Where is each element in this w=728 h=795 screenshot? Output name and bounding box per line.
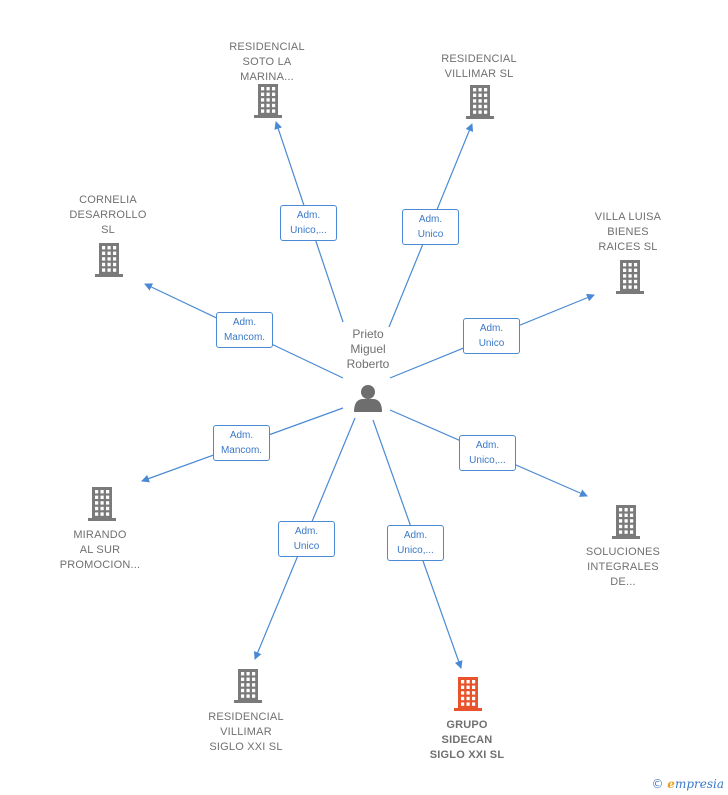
role-text-line: Mancom. xyxy=(223,332,266,343)
company-label-villimar[interactable]: RESIDENCIAL VILLIMAR SL xyxy=(409,52,549,82)
role-badge-soluciones[interactable]: Adm. Unico,... xyxy=(459,435,516,471)
role-text-line: Unico,... xyxy=(397,545,434,556)
role-text-line: Adm. xyxy=(229,430,254,441)
company-name-line: SL xyxy=(101,224,115,236)
role-badge-mirando[interactable]: Adm. Mancom. xyxy=(213,425,270,461)
company-name-line: INTEGRALES xyxy=(587,561,659,573)
company-name-line: DESARROLLO xyxy=(69,209,147,221)
role-badge-villimar[interactable]: Adm. Unico xyxy=(402,209,459,245)
role-text-line: Adm. xyxy=(232,317,257,328)
company-name-line: SOTO LA xyxy=(242,56,292,68)
company-name-line: GRUPO xyxy=(446,719,488,731)
building-icon[interactable] xyxy=(612,505,640,539)
company-name-line: RAICES SL xyxy=(598,241,658,253)
company-name-line: RESIDENCIAL xyxy=(208,711,284,723)
company-label-villimarxxi[interactable]: RESIDENCIAL VILLIMAR SIGLO XXI SL xyxy=(176,710,316,755)
company-label-soluciones[interactable]: SOLUCIONES INTEGRALES DE... xyxy=(553,545,693,590)
company-name-line: AL SUR xyxy=(79,544,121,556)
company-label-mirando[interactable]: MIRANDO AL SUR PROMOCION... xyxy=(30,528,170,573)
company-name-line: PROMOCION... xyxy=(59,559,141,571)
role-badge-villaluisa[interactable]: Adm. Unico xyxy=(463,318,520,354)
company-name-line: SIGLO XXI SL xyxy=(209,741,283,753)
company-name-line: VILLIMAR SL xyxy=(444,68,514,80)
role-text-line: Adm. xyxy=(418,214,443,225)
company-name-line: MARINA... xyxy=(240,71,294,83)
company-name-line: VILLA LUISA xyxy=(594,211,662,223)
company-name-line: DE... xyxy=(610,576,636,588)
company-name-line: SIGLO XXI SL xyxy=(429,749,505,761)
person-name-line: Prieto xyxy=(352,327,384,341)
building-icon[interactable] xyxy=(466,85,494,119)
person-name-line: Miguel xyxy=(350,342,386,356)
person-name-line: Roberto xyxy=(346,357,390,371)
role-text-line: Mancom. xyxy=(220,445,263,456)
building-icon[interactable] xyxy=(95,243,123,277)
building-icon[interactable] xyxy=(254,84,282,118)
company-name-line: SOLUCIONES xyxy=(585,546,661,558)
company-label-cornelia[interactable]: CORNELIA DESARROLLO SL xyxy=(38,193,178,238)
company-name-line: VILLIMAR xyxy=(220,726,272,738)
role-text-line: Unico,... xyxy=(469,455,506,466)
building-icon[interactable] xyxy=(88,487,116,521)
role-text-line: Unico xyxy=(293,541,320,552)
company-name-line: RESIDENCIAL xyxy=(441,53,517,65)
company-label-sidecan[interactable]: GRUPO SIDECAN SIGLO XXI SL xyxy=(397,718,537,763)
role-text-line: Unico xyxy=(478,338,505,349)
role-badge-sidecan[interactable]: Adm. Unico,... xyxy=(387,525,444,561)
center-person-name[interactable]: Prieto Miguel Roberto xyxy=(318,327,418,372)
role-text-line: Adm. xyxy=(403,530,428,541)
footer-brand[interactable]: © empresia xyxy=(651,777,724,791)
company-label-villaluisa[interactable]: VILLA LUISA BIENES RAICES SL xyxy=(558,210,698,255)
company-name-line: RESIDENCIAL xyxy=(229,41,305,53)
copyright-icon: © xyxy=(651,777,664,791)
company-name-line: SIDECAN xyxy=(441,734,493,746)
person-icon[interactable] xyxy=(354,385,382,412)
company-name-line: CORNELIA xyxy=(79,194,137,206)
role-text-line: Unico,... xyxy=(290,225,327,236)
role-text-line: Unico xyxy=(417,229,444,240)
role-text-line: Adm. xyxy=(296,210,321,221)
role-text-line: Adm. xyxy=(294,526,319,537)
role-badge-soto[interactable]: Adm. Unico,... xyxy=(280,205,337,241)
role-badge-cornelia[interactable]: Adm. Mancom. xyxy=(216,312,273,348)
role-text-line: Adm. xyxy=(479,323,504,334)
brand-initial: e xyxy=(667,777,675,791)
role-badge-villimarxxi[interactable]: Adm. Unico xyxy=(278,521,335,557)
company-label-soto[interactable]: RESIDENCIAL SOTO LA MARINA... xyxy=(197,40,337,85)
brand-name: mpresia xyxy=(674,777,724,791)
building-icon[interactable] xyxy=(616,260,644,294)
building-icon[interactable] xyxy=(454,677,482,711)
building-icon[interactable] xyxy=(234,669,262,703)
company-name-line: BIENES xyxy=(607,226,649,238)
role-text-line: Adm. xyxy=(475,440,500,451)
company-name-line: MIRANDO xyxy=(73,529,127,541)
